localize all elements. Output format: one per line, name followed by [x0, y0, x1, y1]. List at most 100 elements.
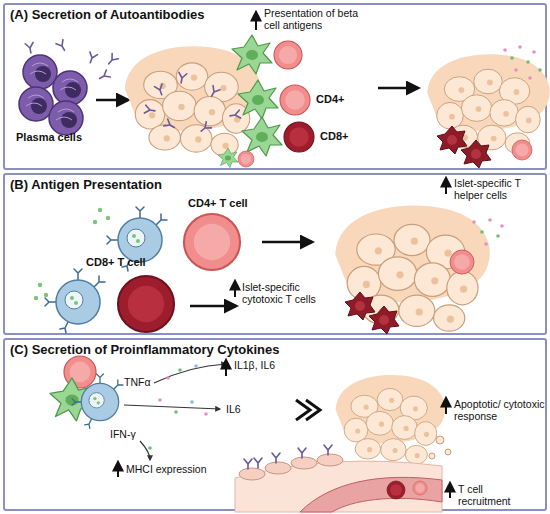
free-antibody [106, 54, 119, 67]
annotation-label: T cell recruitment [458, 483, 524, 507]
cytokine-dots [480, 230, 484, 234]
annotation-label: TNFα [124, 376, 174, 388]
antigen-presentation [242, 117, 282, 156]
blood-vessel [239, 468, 265, 480]
cytokine-arrow [154, 364, 226, 383]
illustration [118, 276, 174, 332]
mhc-receptor [324, 445, 332, 455]
cytokine-dots [484, 242, 488, 246]
illustration [45, 269, 105, 333]
process-arrow [96, 99, 128, 102]
plasma-cell-group [49, 101, 83, 135]
antigen-presentation [218, 35, 314, 168]
antigen-dots [98, 208, 102, 212]
process-arrow [190, 305, 236, 308]
cytokine-dots [496, 234, 500, 238]
panel-heading: (B) Antigen Presentation [10, 178, 162, 193]
islet-attack [369, 306, 399, 334]
panel-heading: (C) Secretion of Proinflammatory Cytokin… [10, 343, 279, 358]
antigen-dots [44, 293, 48, 297]
result-chevron [296, 400, 320, 420]
cytokine-arrow [140, 441, 150, 460]
antigen-presentation [218, 148, 238, 168]
cytokine-dots [194, 364, 198, 368]
antigen-presentation [238, 151, 254, 167]
islet-attack [345, 292, 375, 320]
antigen-dots [34, 296, 38, 300]
antigen-presentation [280, 85, 310, 115]
cytokine-dots [538, 68, 542, 72]
increase-arrow [445, 398, 447, 414]
cytokine-dots [174, 410, 178, 414]
bound-antibody [229, 110, 240, 120]
process-arrow [378, 87, 418, 90]
cytokine-dots [178, 368, 182, 372]
free-antibody [98, 70, 111, 82]
antigen-presentation [238, 80, 278, 119]
cytokine-dots [510, 56, 514, 60]
mhc-receptor [272, 453, 280, 463]
antigen-dots [106, 216, 110, 220]
cytokine-dots [158, 398, 162, 402]
bound-antibody [177, 72, 187, 83]
cytokine-dots [526, 60, 530, 64]
antigen-dots [38, 283, 42, 287]
islet-attack [450, 250, 474, 274]
free-antibody [25, 42, 35, 53]
cytokine-arrow [124, 405, 220, 409]
apoptotic-fragments [429, 436, 451, 459]
illustration [413, 481, 427, 495]
annotation-label: CD4+ T cell [188, 197, 278, 210]
islet-attack [345, 250, 474, 334]
antigen-presentation [232, 35, 272, 74]
islet-attack [437, 126, 467, 154]
mhc-receptor [244, 445, 332, 469]
annotation-label: CD8+ [320, 130, 370, 143]
plasma-cell-group [19, 55, 87, 135]
blood-vessel [235, 454, 442, 512]
illustration [184, 214, 240, 270]
bound-antibody [144, 72, 240, 134]
mhc-receptor [244, 459, 252, 469]
free-antibody [87, 52, 98, 64]
bound-antibody [144, 105, 155, 115]
panel-heading: (A) Secretion of Autoantibodies [10, 8, 205, 23]
result-chevron [296, 400, 310, 420]
annotation-label: IL6 [226, 403, 266, 415]
result-chevron [306, 400, 320, 420]
blood-vessel [291, 457, 317, 469]
mhc-receptor [254, 458, 262, 468]
increase-arrow [445, 178, 447, 194]
cytokine-dots [472, 220, 476, 224]
islet-attack [437, 126, 532, 168]
illustration [387, 481, 405, 499]
bound-antibody [199, 122, 212, 135]
annotation-label: Islet-specific T helper cells [454, 177, 532, 201]
bound-antibody [208, 86, 220, 99]
cytokine-dots [472, 218, 504, 246]
antigen-presentation [284, 122, 314, 152]
cytokine-dots [528, 76, 532, 80]
annotation-label: CD8+ T cell [86, 256, 176, 269]
pancreatic-islet [335, 205, 490, 331]
annotation-label: Islet-specific cytotoxic T cells [242, 281, 337, 305]
cytokine-dots [532, 50, 536, 54]
apoptotic-fragments [445, 449, 451, 455]
illustration [72, 374, 123, 428]
annotation-label: Plasma cells [16, 131, 106, 144]
cytokine-dots [166, 376, 170, 380]
antigen-dots [34, 208, 110, 300]
bound-antibody [164, 119, 177, 131]
plasma-cell-group [53, 71, 87, 105]
free-antibody [56, 40, 68, 53]
free-antibody [25, 40, 118, 82]
blood-vessel [235, 461, 442, 512]
cytokine-dots [148, 364, 208, 450]
illustration [50, 378, 94, 421]
increase-arrow [255, 12, 257, 30]
blood-vessel [317, 454, 343, 466]
